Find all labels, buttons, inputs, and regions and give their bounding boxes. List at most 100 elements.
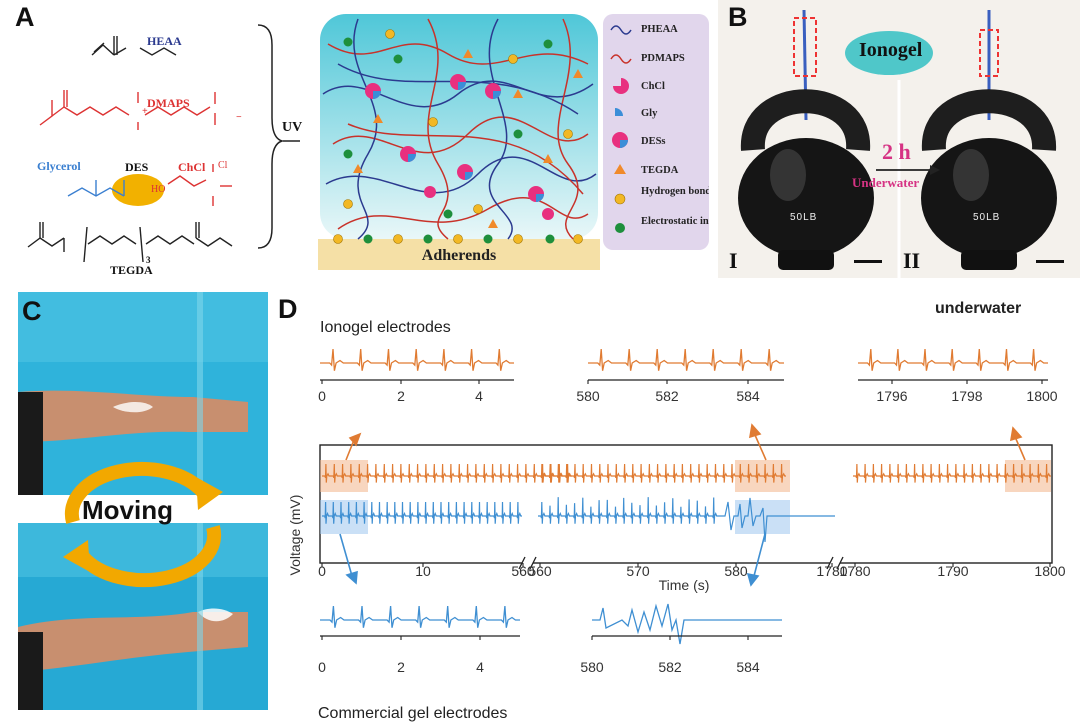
ionogel-title: Ionogel [859, 39, 923, 61]
glycerol-structure [67, 180, 125, 197]
tick-label: 0 [318, 388, 326, 404]
uv-label: UV [282, 120, 303, 135]
moving-label: Moving [82, 495, 173, 525]
highlight-blue-580 [735, 500, 790, 534]
ionogel-network-diagram: Adherends [318, 14, 600, 270]
underwater-corner-label: underwater [935, 300, 1021, 317]
glycerol-label: Glycerol [37, 159, 81, 173]
kettlebell-2 [921, 10, 1057, 270]
y-axis-label: Voltage (mV) [287, 495, 303, 576]
axis-break-mark [826, 556, 834, 570]
panel-a-label: A [15, 2, 35, 32]
axis-break-gap [522, 558, 533, 568]
tick-label: 1800 [1026, 388, 1057, 404]
panel-c-photos [18, 292, 268, 710]
adherends-label: Adherends [422, 247, 496, 264]
panel-c-label: C [22, 296, 42, 326]
tick-label: 1780 [816, 563, 847, 579]
tick-label: 580 [580, 659, 604, 675]
panel-d-label: D [278, 294, 298, 324]
commercial-main-trace-0 [322, 501, 522, 524]
tick-label: 1780 [839, 563, 870, 579]
inset-trace-2 [858, 348, 1048, 371]
legend-des: DESs [641, 136, 666, 147]
bracket-brace [257, 24, 285, 249]
des-oval [112, 174, 164, 206]
heaa-label: HEAA [147, 34, 182, 48]
des-label: DES [125, 160, 149, 174]
legend-hbond-icon [614, 193, 626, 205]
tegda-structure [27, 222, 233, 263]
legend-pheaa-icon [610, 25, 632, 35]
callout-arrows-blue [339, 533, 766, 587]
ionogel-main-trace-2 [853, 463, 1051, 483]
chcl-label: ChCl [178, 160, 206, 174]
axis-break-mark [518, 556, 526, 570]
photo-label-2: II [903, 248, 921, 273]
dmaps-minus-charge: − [236, 112, 242, 123]
inset-trace-1 [588, 348, 784, 371]
legend-chcl: ChCl [641, 81, 665, 92]
tick-label: 2 [397, 659, 405, 675]
axis-break-mark [529, 556, 537, 570]
rotate-arrow-icon [63, 540, 90, 572]
heaa-structure [91, 36, 177, 56]
arrow-right-icon [930, 165, 940, 175]
highlight-blue-0 [320, 500, 368, 534]
scale-bar [1036, 260, 1064, 263]
kettlebell-1 [738, 9, 874, 270]
weight-label-1: 50LB [790, 212, 818, 223]
tegda-repeat-index: 3 [146, 255, 151, 265]
axis-break-gap [830, 558, 840, 568]
scale-bar [854, 260, 882, 263]
ionogel-electrodes-title: Ionogel electrodes [320, 319, 451, 336]
tick-label: 1790 [937, 563, 968, 579]
tick-label: 1798 [951, 388, 982, 404]
axis-break-mark [836, 556, 844, 570]
dmaps-structure [39, 90, 216, 130]
forearm-bottom [18, 612, 248, 672]
tick-label: 4 [475, 388, 483, 404]
x-axis-label: Time (s) [659, 577, 710, 593]
commercial-main-trace-loss [718, 497, 835, 543]
inset-trace-0 [320, 348, 514, 371]
polymer-chains [322, 18, 597, 240]
tick-label: 1800 [1034, 563, 1065, 579]
legend-hbond: Hydrogen bonding [641, 186, 709, 197]
legend-chcl-icon [613, 78, 629, 94]
legend-pheaa: PHEAA [641, 24, 678, 35]
legend-electro: Electrostatic interaction [641, 216, 709, 227]
des-particles [365, 74, 554, 220]
tick-label: 570 [626, 563, 650, 579]
panel-a-chemistry [27, 24, 300, 263]
tick-label: 560 [528, 563, 552, 579]
legend-gly-icon [615, 108, 623, 116]
kettlebell-photos [738, 9, 1064, 278]
adherends-substrate [318, 239, 600, 270]
callout-arrows-orange [345, 423, 1026, 461]
legend-tegda: TEGDA [641, 165, 679, 176]
tick-label: 0 [318, 659, 326, 675]
tegda-crosslinks [353, 49, 583, 228]
legend-pdmaps-icon [610, 54, 632, 64]
underwater-label: Underwater [852, 175, 920, 190]
chcl-ho-label: HO [151, 184, 166, 195]
panel-a-legend: PHEAA PDMAPS ChCl Gly DESs TEGDA Hydroge… [603, 14, 709, 250]
tick-label: 4 [476, 659, 484, 675]
tick-label: 582 [655, 388, 679, 404]
photo-label-1: I [729, 248, 738, 273]
inset-trace-3 [320, 605, 520, 628]
tick-label: 0 [318, 563, 326, 579]
inset-trace-4 [592, 603, 782, 645]
tegda-label: TEGDA [110, 263, 153, 277]
legend-pdmaps: PDMAPS [641, 53, 685, 64]
ecg-figure: Ionogel electrodes Commercial gel electr… [287, 300, 1066, 722]
weight-label-2: 50LB [973, 212, 1001, 223]
tick-label: 1796 [876, 388, 907, 404]
network-region [320, 14, 598, 239]
chloride-label: Cl [218, 160, 228, 171]
commercial-main-trace-1 [538, 497, 718, 524]
tick-label: 580 [576, 388, 600, 404]
dmaps-plus-charge: + [142, 106, 148, 117]
rotate-arrow-icon [196, 477, 223, 510]
